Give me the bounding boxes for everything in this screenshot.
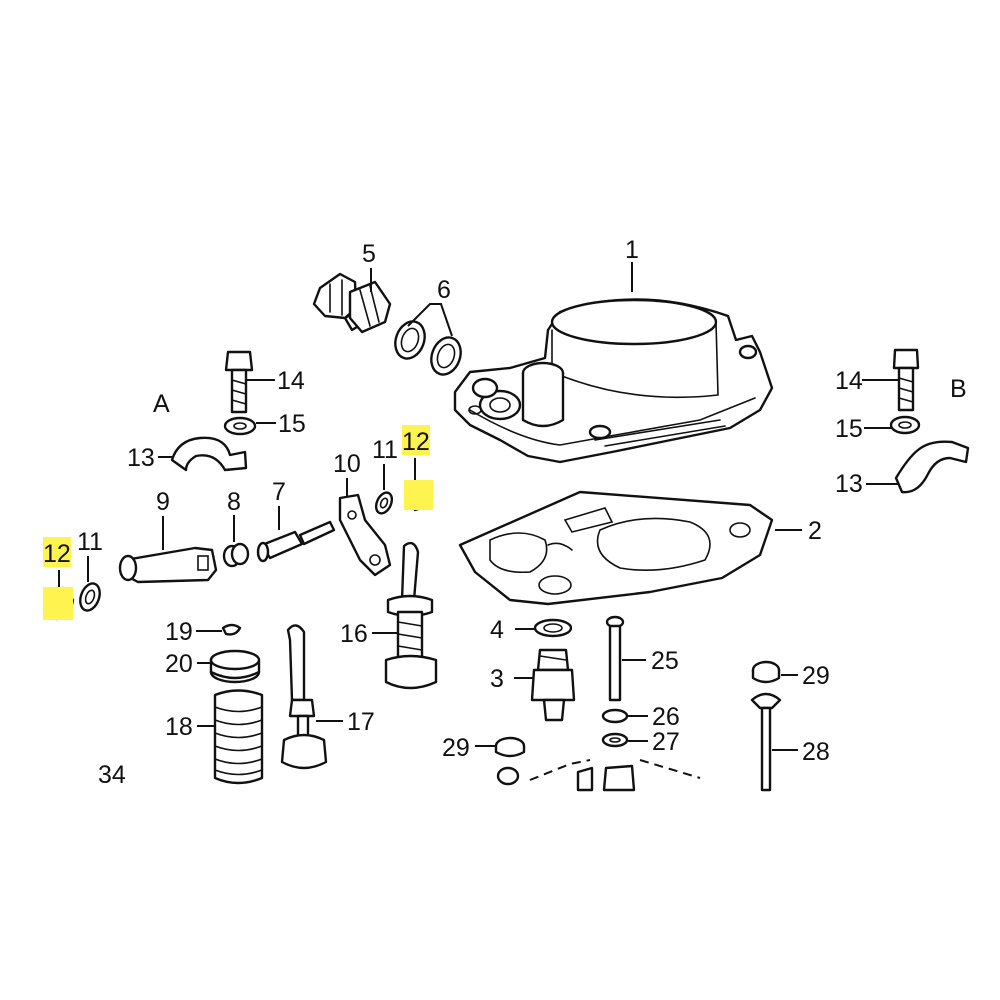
- highlight-12-nut-upper: [404, 480, 433, 510]
- part-1-carburetor-body: [453, 298, 774, 464]
- part-6-sealing-washers: [394, 320, 462, 376]
- callout-14-a: 14: [277, 367, 305, 395]
- part-29a-nut: [494, 736, 526, 758]
- callout-5: 5: [362, 240, 376, 268]
- part-5-banjo-bolt: [312, 272, 392, 334]
- part-19-clip: [221, 623, 242, 636]
- callout-17: 17: [347, 708, 375, 736]
- callout-19: 19: [165, 618, 193, 646]
- part-8-spring: [222, 542, 250, 568]
- callout-27: 27: [652, 728, 680, 756]
- part-10-throttle-plate: [338, 493, 392, 577]
- callout-14-b: 14: [835, 367, 863, 395]
- highlight-12-upper: [402, 425, 430, 455]
- part-2-gasket: [458, 490, 774, 606]
- callout-28: 28: [802, 738, 830, 766]
- part-9-lever: [118, 546, 218, 584]
- part-14b-screw: [892, 348, 920, 412]
- callout-29-right: 29: [802, 662, 830, 690]
- leader-lines: [58, 262, 898, 751]
- callout-2: 2: [808, 517, 822, 545]
- part-26-washer: [601, 708, 629, 724]
- part-3-jet: [530, 648, 576, 722]
- callout-34: 34: [98, 761, 126, 789]
- callout-20: 20: [165, 650, 193, 678]
- section-label-a: A: [153, 390, 170, 418]
- callout-10: 10: [333, 450, 361, 478]
- part-27-washer: [601, 732, 629, 748]
- part-14a-screw: [224, 350, 254, 414]
- callout-9: 9: [156, 488, 170, 516]
- callout-7: 7: [272, 478, 286, 506]
- callout-12-upper: 12: [402, 428, 430, 456]
- callout-15-a: 15: [278, 410, 306, 438]
- part-13b-clamp: [894, 440, 970, 494]
- section-label-b: B: [950, 375, 967, 403]
- lower-assembly-partial: [496, 759, 701, 792]
- callout-26: 26: [652, 703, 680, 731]
- callout-1: 1: [625, 236, 639, 264]
- callout-15-b: 15: [835, 415, 863, 443]
- part-29b-nut: [751, 660, 781, 684]
- callout-8: 8: [227, 488, 241, 516]
- callout-4: 4: [490, 616, 504, 644]
- callout-11-upper: 11: [372, 436, 398, 464]
- part-25-screw: [605, 615, 625, 702]
- part-11a-lock-washer: [374, 491, 394, 515]
- callout-11-left: 11: [77, 528, 103, 556]
- callout-13-b: 13: [835, 470, 863, 498]
- callout-12-left: 12: [43, 540, 71, 568]
- highlight-12-left: [43, 537, 71, 567]
- part-17-pin: [280, 624, 328, 770]
- callout-labels: A B 1 2 3 4 5 6 7 8 9 10 11 12 11 12 13 …: [43, 236, 967, 789]
- callout-13-a: 13: [127, 444, 155, 472]
- part-11b-lock-washer: [79, 582, 101, 612]
- callout-16: 16: [340, 620, 368, 648]
- callout-3: 3: [490, 665, 504, 693]
- part-18-spring: [213, 689, 264, 785]
- highlight-12-nut-left: [43, 587, 73, 620]
- part-16-fitting: [384, 541, 438, 690]
- part-4-washer: [533, 618, 573, 638]
- callout-6: 6: [437, 276, 451, 304]
- part-15b-washer: [889, 415, 921, 435]
- callout-18: 18: [165, 713, 193, 741]
- part-28-stud: [750, 692, 782, 792]
- part-13a-clamp: [170, 436, 248, 472]
- part-15a-washer: [223, 416, 257, 436]
- part-20-cap: [209, 649, 261, 684]
- callout-25: 25: [651, 647, 679, 675]
- part-7-shaft: [256, 520, 336, 563]
- callout-29-center: 29: [442, 734, 470, 762]
